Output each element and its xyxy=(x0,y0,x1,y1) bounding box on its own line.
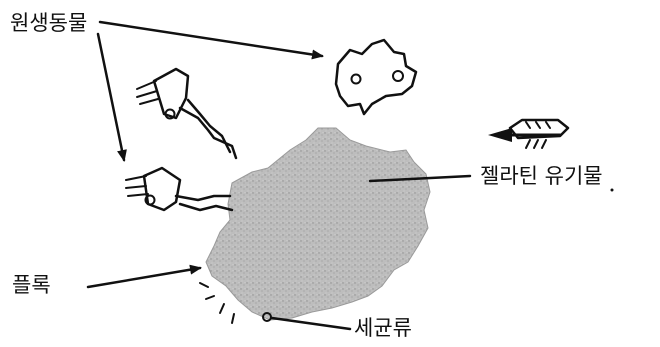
label-protozoa: 원생동물 xyxy=(10,11,87,35)
crawling-organism-icon xyxy=(488,118,570,149)
floc-aggregate xyxy=(205,127,431,321)
bacteria-icon xyxy=(262,312,272,322)
speck-mark xyxy=(610,188,614,192)
label-bacteria: 세균류 xyxy=(354,316,412,340)
label-gelatin-organic-matter: 젤라틴 유기물 xyxy=(480,164,603,188)
leader-lines xyxy=(86,20,472,331)
label-floc: 플록 xyxy=(12,273,51,297)
free-protozoan-icon xyxy=(334,38,418,116)
floc-edge-marks xyxy=(199,282,235,324)
stalked-protozoan-upper-icon xyxy=(136,67,238,160)
stalked-protozoan-lower-icon xyxy=(125,166,234,212)
